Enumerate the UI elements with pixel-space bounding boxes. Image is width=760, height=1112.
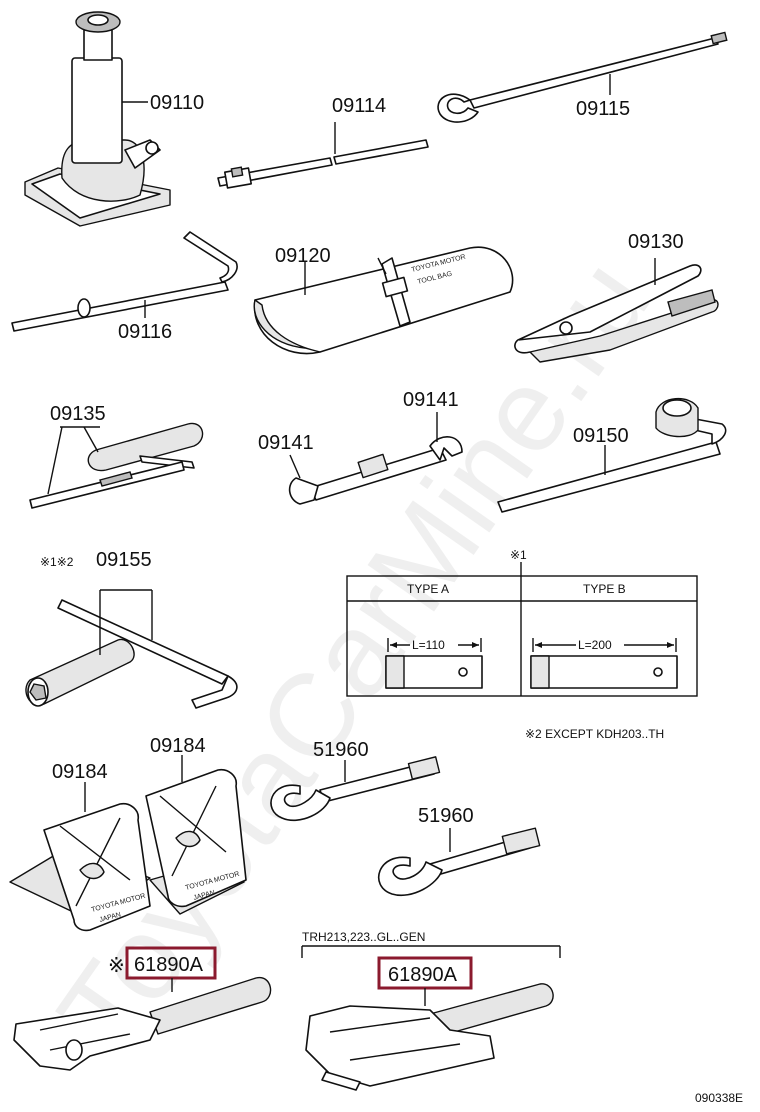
type-a-length: L=110 [412,638,445,652]
jack-illustration [24,11,171,227]
type-a-header: TYPE A [407,582,449,596]
socket-prefix-note: ※1※2 [40,555,74,569]
except-note: ※2 EXCEPT KDH203..TH [525,727,664,741]
part-label-wrench-upper: 09141 [403,389,459,411]
part-label-chock-right: 09184 [150,735,206,757]
jack-handle-illustration [217,139,429,189]
tool-right-illustration [305,983,554,1091]
socket-wrench-illustration [25,599,238,709]
tool-left-illustration [13,977,272,1071]
part-label-jack-handle: 09114 [332,95,386,117]
part-label-tool-left: 61890A [134,954,204,976]
screwdriver-illustration [29,422,204,509]
tow-hook-lower-illustration [377,827,541,897]
tool-right-group-note: TRH213,223..GL..GEN [302,930,425,944]
tow-hook-upper-illustration [270,756,441,822]
part-label-tow-hook-lower: 51960 [418,805,474,827]
wrench-illustration [288,436,463,505]
part-label-chock-left: 09184 [52,761,108,783]
table-ref-note: ※1 [510,548,527,562]
part-label-tool-bag: 09120 [275,245,331,267]
part-label-hook-rod: 09115 [576,98,630,120]
handle-bar-illustration [11,231,238,332]
part-label-tool-right: 61890A [388,964,458,986]
type-b-header: TYPE B [583,582,626,596]
tool-bag-illustration: TOYOTA MOTOR TOOL BAG [253,246,514,355]
wheel-chock-right-illustration: TOYOTA MOTOR JAPAN [145,768,247,915]
part-label-wrench-lower: 09141 [258,432,314,454]
part-label-lug-wrench: 09150 [573,425,629,447]
tool-left-prefix-note: ※ [108,955,125,977]
part-label-screwdriver: 09135 [50,403,106,425]
part-label-pliers: 09130 [628,231,684,253]
tool-left-highlight [125,946,217,980]
type-table: ※1 TYPE A TYPE B L=110 L=200 [346,548,698,697]
hook-rod-illustration [437,31,728,123]
lug-wrench-illustration [497,398,727,513]
part-label-jack: 09110 [150,92,204,114]
part-label-tow-hook-upper: 51960 [313,739,369,761]
wheel-chock-left-illustration: TOYOTA MOTOR JAPAN [9,802,151,932]
type-b-length: L=200 [578,638,612,652]
diagram-code: 090338E [695,1091,743,1105]
part-label-handle-bar: 09116 [118,321,172,343]
part-label-socket-wrench: 09155 [96,549,152,571]
